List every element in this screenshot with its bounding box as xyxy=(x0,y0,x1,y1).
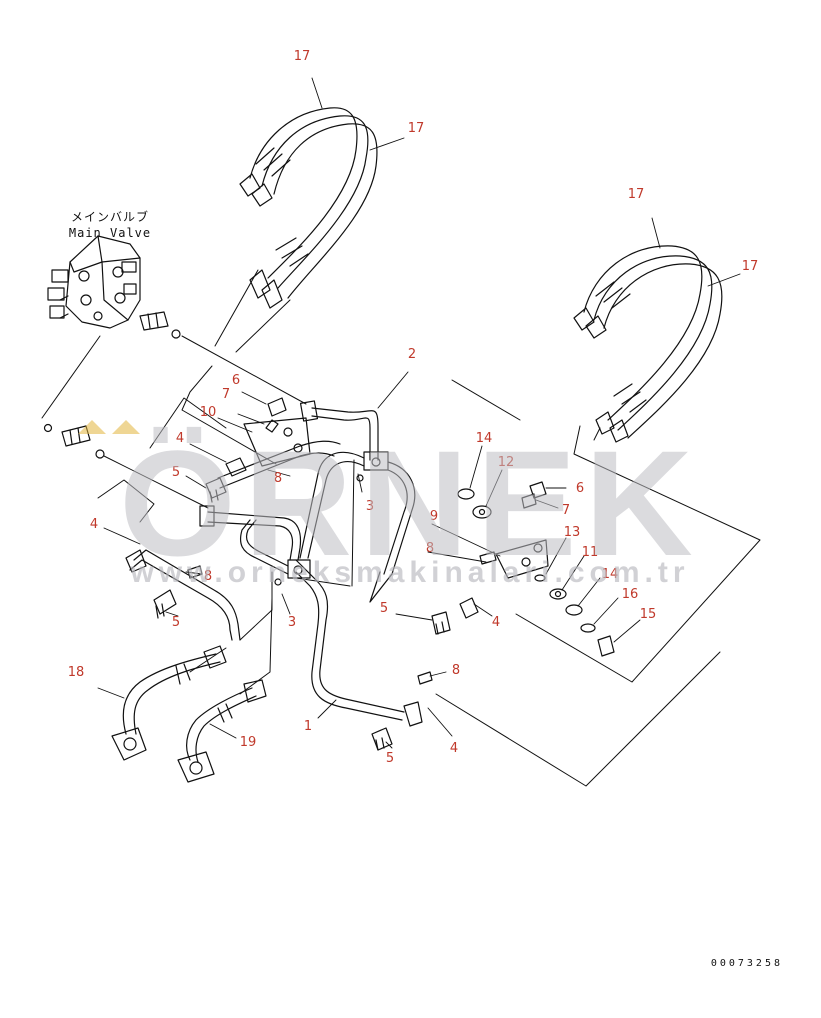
callout-8: 8 xyxy=(426,541,434,556)
callout-2: 2 xyxy=(408,347,416,362)
callout-leaders xyxy=(97,77,741,749)
callout-13: 13 xyxy=(564,525,581,540)
callout-14: 14 xyxy=(476,431,493,446)
tube-left xyxy=(125,440,341,641)
callout-5: 5 xyxy=(380,601,388,616)
watermark-accent-mark xyxy=(78,420,106,434)
callout-4: 4 xyxy=(450,741,458,756)
main-valve-label-jp: メインバルブ xyxy=(70,210,149,224)
main-valve-label-en: Main Valve xyxy=(68,226,152,240)
callout-17: 17 xyxy=(628,187,645,202)
hose-pair-right xyxy=(573,245,723,443)
callout-7: 7 xyxy=(222,387,230,402)
callout-15: 15 xyxy=(640,607,657,622)
callout-17: 17 xyxy=(408,121,425,136)
callout-4: 4 xyxy=(176,431,184,446)
callout-10: 10 xyxy=(200,405,217,420)
callout-11: 11 xyxy=(582,545,599,560)
watermark-url: www.orneksmakinalari.com.tr xyxy=(130,556,690,589)
callout-17: 17 xyxy=(294,49,311,64)
callout-5: 5 xyxy=(172,615,180,630)
callout-8: 8 xyxy=(204,569,212,584)
bracket-right xyxy=(371,481,615,751)
callout-5: 5 xyxy=(386,751,394,766)
callout-12: 12 xyxy=(498,455,515,470)
hose-pair-upper xyxy=(239,107,378,309)
callout-8: 8 xyxy=(274,471,282,486)
document-number: 00073258 xyxy=(710,958,783,969)
callout-6: 6 xyxy=(232,373,240,388)
tube-1 xyxy=(239,519,423,727)
callout-19: 19 xyxy=(240,735,257,750)
callout-6: 6 xyxy=(576,481,584,496)
hose-18 xyxy=(111,645,227,761)
callout-3: 3 xyxy=(366,499,374,514)
callout-7: 7 xyxy=(562,503,570,518)
callout-16: 16 xyxy=(622,587,639,602)
leader-lines xyxy=(41,269,761,787)
callout-5: 5 xyxy=(172,465,180,480)
callout-14: 14 xyxy=(602,567,619,582)
callout-4: 4 xyxy=(492,615,500,630)
callout-8: 8 xyxy=(452,663,460,678)
main-valve-drawing xyxy=(43,235,181,459)
callout-numbers: 17 17 17 17 2 6 7 10 4 5 8 3 4 8 5 3 18 … xyxy=(68,49,759,766)
callout-18: 18 xyxy=(68,665,85,680)
callout-9: 9 xyxy=(430,509,438,524)
callout-4: 4 xyxy=(90,517,98,532)
callout-3: 3 xyxy=(288,615,296,630)
callout-17: 17 xyxy=(742,259,759,274)
watermark-accent-mark xyxy=(112,420,140,434)
callout-1: 1 xyxy=(304,719,312,734)
hose-19 xyxy=(177,679,267,783)
watermark-brand: ÖRNEK xyxy=(119,419,701,587)
